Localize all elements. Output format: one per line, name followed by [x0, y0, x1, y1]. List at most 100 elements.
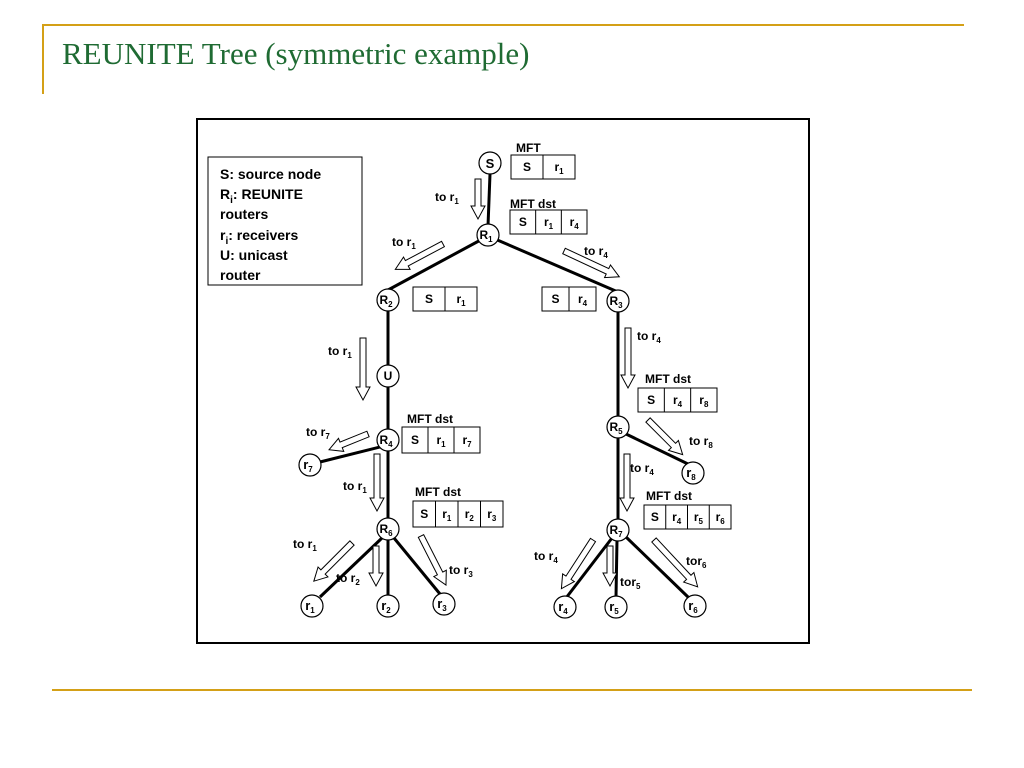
node-circle-R6	[376, 517, 400, 541]
arrow-labels: to r1 to r1 to r4 to r1 to r4 to r7 to r…	[293, 190, 713, 591]
node-circle-R5	[606, 415, 630, 439]
flow-arrow-2	[394, 240, 446, 270]
receiver-r4: r4	[553, 595, 577, 619]
table-cell: r6	[716, 510, 726, 526]
receiver-circle-r3	[432, 592, 456, 616]
receiver-label-r2: r2	[381, 598, 391, 615]
flow-arrow-8	[369, 453, 385, 513]
receiver-label-r8: r8	[686, 465, 696, 482]
receiver-label-r3: r3	[437, 596, 447, 613]
receiver-circle-r5	[604, 595, 628, 619]
node-circle-R4	[376, 428, 400, 452]
node-R7: R7	[606, 518, 630, 542]
table-header: MFT dst	[415, 485, 461, 499]
receiver-label-r1: r1	[305, 598, 315, 615]
table-cell: r1	[554, 160, 564, 176]
arrow-label-8: to r1	[343, 479, 367, 495]
receiver-circle-r7	[298, 453, 322, 477]
table-cell: r5	[694, 510, 704, 526]
node-S: S	[478, 151, 502, 175]
node-circle-R7	[606, 518, 630, 542]
slide-title: REUNITE Tree (symmetric example)	[62, 36, 530, 71]
legend: S: source node Ri: REUNITE routers ri: r…	[207, 156, 363, 286]
legend-line-6: router	[220, 267, 261, 283]
node-label-R3: R3	[609, 294, 623, 310]
edge-r5-r8	[625, 432, 689, 466]
flow-arrow-15	[651, 537, 699, 588]
arrow-label-5: to r4	[637, 329, 661, 345]
table-cell: r8	[699, 393, 709, 409]
arrow-label-4: to r1	[328, 344, 352, 360]
edge-r6-r3	[392, 537, 442, 595]
legend-line-4: ri: receivers	[220, 227, 299, 247]
node-circle-S	[478, 151, 502, 175]
edge-r1-r2	[387, 234, 489, 292]
receiver-r1: r1	[300, 594, 324, 618]
node-circle-R1	[476, 223, 500, 247]
edge-r7-r5	[614, 539, 619, 598]
edge-s-r1	[486, 173, 492, 227]
node-label-R7: R7	[609, 523, 623, 539]
arrow-label-2: to r1	[392, 235, 416, 251]
receiver-r2: r2	[376, 594, 400, 618]
table-cell: S	[519, 215, 527, 229]
flow-arrow-13	[560, 537, 597, 590]
receiver-label-r6: r6	[688, 598, 698, 615]
receiver-circle-r8	[681, 461, 705, 485]
table-cell: r2	[465, 507, 475, 523]
table-cell: S	[425, 292, 433, 306]
table-cell: S	[651, 510, 659, 524]
node-R4: R4	[376, 428, 400, 452]
legend-box	[207, 156, 363, 286]
legend-line-1: S: source node	[220, 166, 321, 182]
table-cell: S	[647, 393, 655, 407]
arrow-label-6: to r7	[306, 425, 330, 441]
node-label-R1: R1	[479, 228, 493, 244]
arrow-label-7: to r8	[689, 434, 713, 450]
node-R5: R5	[606, 415, 630, 439]
node-U: U	[376, 364, 400, 388]
receiver-r3: r3	[432, 592, 456, 616]
flow-arrow-5	[620, 327, 636, 390]
arrow-label-9: to r4	[630, 461, 654, 477]
flow-arrow-7	[645, 417, 684, 456]
edge-r4-r7	[319, 444, 385, 464]
edge-r6-r1	[318, 536, 384, 599]
table-header: MFT dst	[646, 489, 692, 503]
receiver-circle-r4	[553, 595, 577, 619]
table-header: MFT dst	[645, 372, 691, 386]
receiver-label-r5: r5	[609, 599, 619, 616]
edge-r7-r6	[624, 535, 690, 599]
table-cell: r1	[436, 433, 446, 449]
left-accent-rule	[42, 24, 44, 94]
node-label-U: U	[384, 369, 393, 383]
flow-arrow-9	[619, 453, 635, 513]
tree-edges	[318, 173, 690, 599]
flow-arrow-6	[328, 430, 370, 452]
receiver-r5: r5	[604, 595, 628, 619]
bottom-accent-rule	[52, 689, 972, 691]
flow-arrow-1	[470, 178, 486, 221]
table-cell: S	[420, 507, 428, 521]
flow-arrow-10	[313, 540, 355, 582]
receiver-circle-r2	[376, 594, 400, 618]
table-cell: r7	[462, 433, 472, 449]
table-header: MFT	[516, 141, 541, 155]
node-label-R6: R6	[379, 522, 393, 538]
legend-line-2: Ri: REUNITE	[220, 186, 303, 206]
receiver-r8: r8	[681, 461, 705, 485]
node-R2: R2	[376, 288, 400, 312]
legend-line-3: routers	[220, 206, 268, 222]
node-label-S: S	[486, 156, 495, 171]
table-box	[401, 426, 481, 454]
node-R3: R3	[606, 289, 630, 313]
table-header: MFT dst	[407, 412, 453, 426]
receiver-r6: r6	[683, 594, 707, 618]
